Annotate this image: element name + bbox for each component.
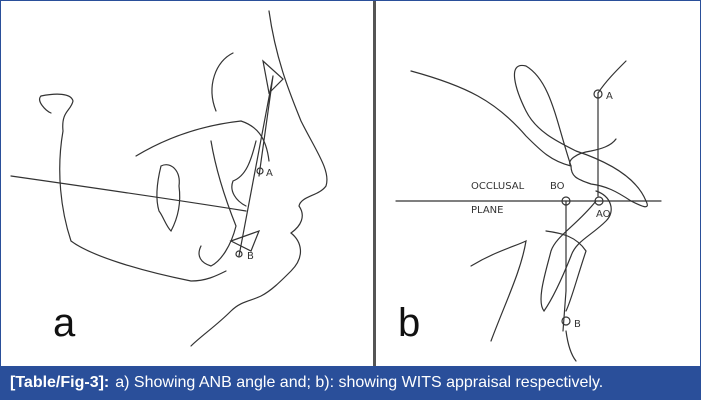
caption-tag: [Table/Fig-3]:	[10, 374, 110, 391]
landmark-b-label: B	[247, 251, 254, 262]
landmark-b-label: B	[574, 319, 581, 330]
occlusal-label: OCCLUSAL	[471, 181, 525, 192]
landmark-a-label: A	[606, 91, 613, 102]
panel-a-label: a	[53, 301, 76, 345]
plane-label: PLANE	[471, 205, 503, 216]
figure-caption: [Table/Fig-3]: a) Showing ANB angle and; …	[0, 366, 701, 400]
cephalometric-tracing-a: A B	[10, 10, 328, 347]
caption-text: a) Showing ANB angle and; b): showing WI…	[115, 374, 604, 391]
panel-b-wits-tracing: A B BO AO OCCLUSAL PLANE b	[376, 1, 697, 366]
panel-b-label: b	[398, 301, 421, 345]
panel-divider	[373, 1, 376, 366]
landmark-ao-label: AO	[596, 209, 611, 220]
panel-a-anb-tracing: A B a	[1, 1, 373, 366]
landmark-a-label: A	[266, 168, 273, 179]
landmark-bo-label: BO	[550, 181, 565, 192]
cephalometric-tracing-b: A B BO AO OCCLUSAL PLANE	[395, 60, 662, 362]
